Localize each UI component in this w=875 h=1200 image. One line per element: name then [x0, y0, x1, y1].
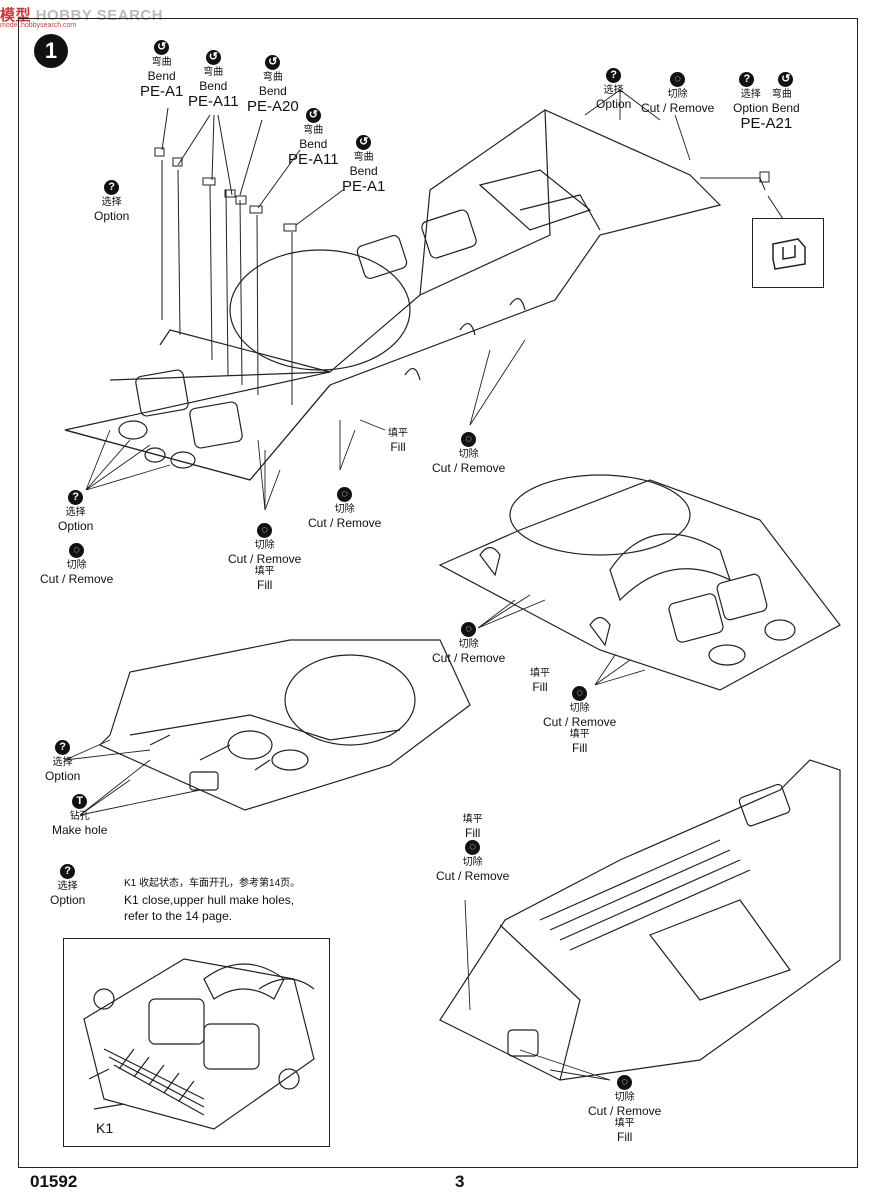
callout-bend-pe-a11: ↺ 弯曲 Bend PE-A11	[188, 50, 239, 110]
bend-icon: ↺	[265, 55, 281, 70]
bend-icon: ↺	[778, 72, 794, 87]
callout-cut-fill-center: ◌ 切除 Cut / Remove 填平 Fill	[228, 523, 302, 592]
callout-bend-pe-a11-2: ↺ 弯曲 Bend PE-A11	[288, 108, 339, 168]
callout-option-underside: ? 选择 Option	[45, 740, 81, 783]
callout-option-bend-pe-a21: ? ↺ 选择 弯曲 Option Bend PE-A21	[733, 72, 800, 132]
step-number-badge: 1	[34, 34, 68, 68]
pe-a21-detail-inset	[752, 218, 824, 288]
callout-fill-mid: 填平 Fill	[388, 428, 408, 454]
page-number: 3	[455, 1172, 465, 1191]
k1-detail-drawing	[83, 958, 315, 1130]
callout-cut-mid: ◌ 切除 Cut / Remove	[432, 432, 506, 475]
callout-option-top-right: ? 选择 Option	[596, 68, 632, 111]
rear-hull-view	[439, 759, 841, 1081]
product-code: 01592	[30, 1172, 78, 1191]
question-icon: ?	[104, 180, 120, 195]
page-frame	[18, 18, 858, 1168]
cut-icon: ◌	[337, 487, 353, 502]
bend-icon: ↺	[356, 135, 372, 150]
bend-icon: ↺	[205, 50, 221, 65]
bend-icon: ↺	[154, 40, 170, 55]
k1-note: K1 收起状态，车面开孔，参考第14页。 K1 close,upper hull…	[124, 878, 301, 923]
callout-option-k1: ? 选择 Option	[50, 864, 86, 907]
callout-make-hole: T 钻孔 Make hole	[52, 794, 108, 837]
cut-icon: ◌	[617, 1075, 633, 1090]
question-icon: ?	[68, 490, 84, 505]
upper-hull-drawing	[64, 109, 722, 481]
callout-cut-fill-bottom: ◌ 切除 Cut / Remove 填平 Fill	[588, 1075, 662, 1144]
callout-fill-cut-rear: 填平 Fill ◌ 切除 Cut / Remove	[436, 814, 510, 883]
drill-icon: T	[72, 794, 88, 809]
watermark: 模型 HOBBY SEARCH	[0, 7, 164, 24]
callout-bend-pe-a1-2: ↺ 弯曲 Bend PE-A1	[342, 135, 386, 195]
k1-detail-inset	[63, 938, 330, 1147]
callout-cut-left: ◌ 切除 Cut / Remove	[40, 543, 114, 586]
question-icon: ?	[739, 72, 755, 87]
cut-icon: ◌	[670, 72, 686, 87]
leader-lines	[64, 89, 691, 1081]
pe-a21-part-icon	[772, 238, 806, 270]
callout-cut-right-mid: ◌ 切除 Cut / Remove	[432, 622, 506, 665]
question-icon: ?	[606, 68, 622, 83]
hull-underside-view	[98, 639, 471, 811]
callout-cut-top-right: ◌ 切除 Cut / Remove	[641, 72, 715, 115]
callout-cut-mid-2: ◌ 切除 Cut / Remove	[308, 487, 382, 530]
callout-bend-pe-a20: ↺ 弯曲 Bend PE-A20	[247, 55, 299, 115]
question-icon: ?	[60, 864, 76, 879]
cut-icon: ◌	[461, 432, 477, 447]
upper-hull-rear-view	[438, 474, 841, 691]
cut-icon: ◌	[69, 543, 85, 558]
cut-icon: ◌	[465, 840, 481, 855]
cut-icon: ◌	[257, 523, 273, 538]
callout-cut-fill-right-low: ◌ 切除 Cut / Remove 填平 Fill	[543, 686, 617, 755]
k1-label: K1	[96, 1120, 114, 1136]
bend-icon: ↺	[305, 108, 321, 123]
callout-option-left: ? 选择 Option	[58, 490, 94, 533]
watermark-url: model.hobbysearch.com	[0, 22, 77, 29]
cut-icon: ◌	[572, 686, 588, 701]
callout-bend-pe-a1: ↺ 弯曲 Bend PE-A1	[140, 40, 184, 100]
cut-icon: ◌	[461, 622, 477, 637]
callout-fill-right-mid: 填平 Fill	[530, 668, 550, 694]
question-icon: ?	[55, 740, 71, 755]
pe-part-arrows	[154, 107, 786, 405]
callout-option-top-left: ? 选择 Option	[94, 180, 130, 223]
